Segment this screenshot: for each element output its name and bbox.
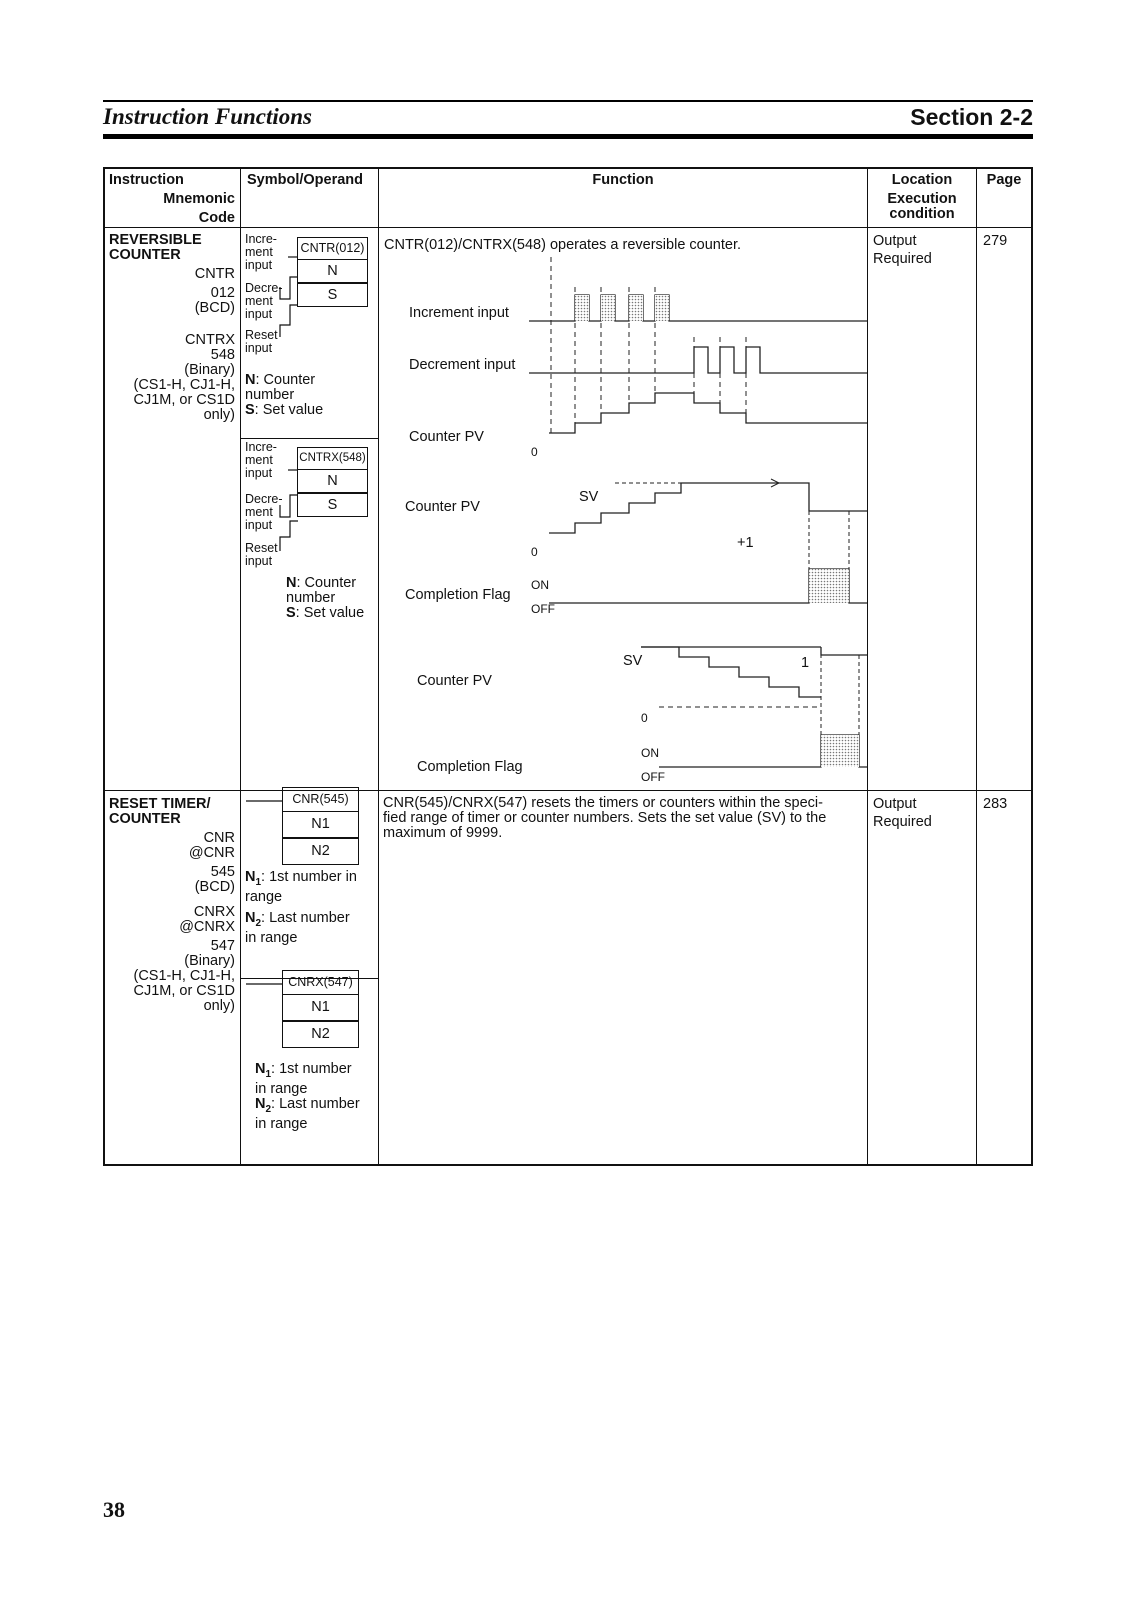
completion-flag-label-3: Completion Flag [417,759,523,775]
header-rule-top [103,100,1033,102]
cnr-operand-n2: N2 [282,838,359,865]
counter-pv-label-1: Counter PV [409,429,484,445]
instruction-table: Instruction Mnemonic Code Symbol/Operand… [103,167,1033,1166]
one-label: 1 [801,655,809,671]
cntrx-operand-legend: N: Counter number S: Set value [286,575,365,621]
cnrx-ladder-wire [246,983,282,985]
cntrx-ladder-wires [279,469,298,551]
table-row-rule [103,790,1033,791]
table-col-divider [240,167,241,1166]
decrement-input-label: Decrement input [409,357,515,373]
sv-label-3: SV [623,653,643,669]
table-col-divider [378,167,379,1166]
completion-flag-label-2: Completion Flag [405,587,511,603]
col-header-page: Page [986,172,1022,188]
table-col-divider [867,167,868,1166]
symbol-sub-divider [240,438,378,439]
cntr-operand-legend: N: Counter number S: Set value [245,372,324,418]
header-rule-bottom [103,134,1033,139]
table-header-rule [103,227,1033,228]
on-label-2: ON [531,578,549,592]
row1-function-text: CNTR(012)/CNTRX(548) operates a reversib… [384,237,741,253]
table-border-bottom [103,1164,1033,1166]
cnrx-operand-n2: N2 [282,1021,359,1048]
on-label-3: ON [641,746,659,760]
cntrx-operand-s: S [297,493,368,517]
cnr-operand-n1: N1 [282,811,359,838]
cntr-ladder-wires [279,256,298,337]
cnr-operand-legend: N1: 1st number in range N2: Last number … [245,869,357,946]
off-label-3: OFF [641,770,665,784]
plus1-label: +1 [737,535,754,551]
increment-input-label: Increment input [409,305,509,321]
table-border-left [103,167,105,1166]
cntr-block-label: CNTR(012) [300,241,365,255]
cnr-block-label: CNR(545) [292,792,349,806]
col-header-function: Function [592,172,654,188]
sv-label-2: SV [579,489,599,505]
zero-label-2: 0 [531,545,538,559]
symbol-sub-divider [240,978,378,979]
page-number: 38 [103,1497,125,1522]
row2-page: 283 [983,796,1008,812]
cnrx-operand-n1: N1 [282,994,359,1021]
header-title: Instruction Functions [103,104,313,129]
cntr-operand-n: N [297,259,368,283]
table-col-divider [976,167,977,1166]
cnrx-operand-legend: N1: 1st number in range N2: Last number … [255,1061,360,1132]
off-label-2: OFF [531,602,555,616]
cnr-ladder-wire [246,800,282,802]
cntrx-block-label: CNTRX(548) [299,452,366,464]
cntr-operand-s: S [297,283,368,307]
counter-pv-label-2: Counter PV [405,499,480,515]
zero-label-3: 0 [641,711,648,725]
cntrx-operand-n: N [297,469,368,493]
zero-label-1: 0 [531,445,538,459]
row2-function-text: CNR(545)/CNRX(547) resets the timers or … [383,795,827,841]
timing-diagram-3 [641,646,867,768]
reversible-counter-timing-diagrams: Increment input Decrement input Counter … [405,257,867,784]
row1-instruction: REVERSIBLE COUNTER CNTR 012 (BCD) CNTRX … [109,232,235,423]
row2-instruction: RESET TIMER/ COUNTER CNR @CNR 545 (BCD) … [109,796,235,1014]
col-header-instruction: Instruction Mnemonic Code [109,172,235,226]
cnrx-block-label: CNRX(547) [288,975,353,989]
table-border-right [1031,167,1033,1166]
header-section: Section 2-2 [910,104,1033,130]
counter-pv-label-3: Counter PV [417,673,492,689]
col-header-symbol: Symbol/Operand [247,172,364,188]
row1-page: 279 [983,233,1008,249]
timing-diagram-2 [549,478,867,604]
timing-diagram-1 [529,257,867,434]
table-border-top [103,167,1033,169]
col-header-location: Location Execution condition [887,172,957,222]
